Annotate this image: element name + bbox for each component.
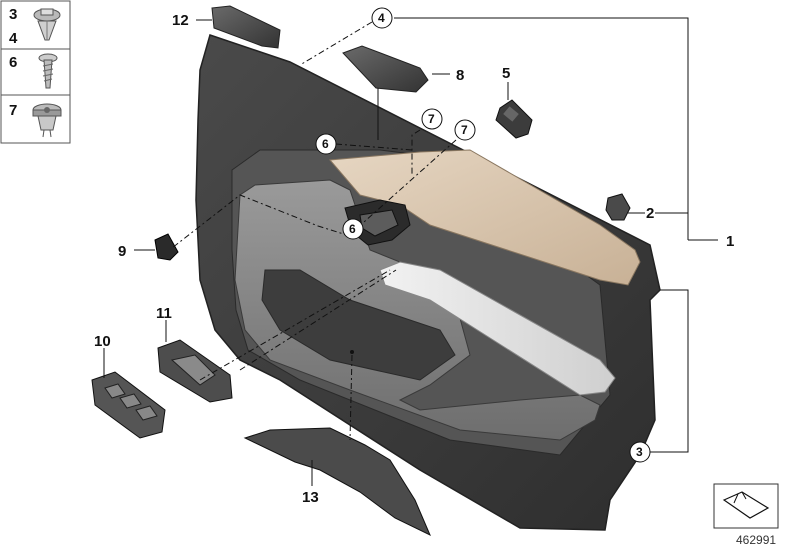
armrest <box>379 261 616 396</box>
part-5-switch <box>495 99 533 139</box>
leader-lines <box>103 17 718 486</box>
callout-11: 11 <box>156 305 172 322</box>
callout-12: 12 <box>172 12 189 29</box>
callout-10: 10 <box>94 333 111 350</box>
part-13-insulation-pad <box>243 427 431 537</box>
part-12-upper-cover <box>211 5 281 49</box>
fastener-legend: 3 4 6 7 <box>0 0 71 144</box>
document-id: 462991 <box>736 533 776 547</box>
callout-13: 13 <box>302 489 319 506</box>
orientation-arrow-icon <box>713 483 779 529</box>
legend-label-6: 6 <box>9 54 17 71</box>
callout-9: 9 <box>118 243 126 260</box>
callout-1: 1 <box>726 233 734 250</box>
expanding-rivet-icon <box>32 103 62 138</box>
callout-6-lower: 6 <box>349 222 356 236</box>
legend-label-7: 7 <box>9 102 17 119</box>
push-clip-icon <box>33 8 61 41</box>
callout-4: 4 <box>378 11 385 25</box>
legend-label-4: 4 <box>9 30 18 47</box>
part-9-bracket <box>154 233 179 261</box>
part-10-window-switch-panel <box>91 371 166 439</box>
part-11-switch-bezel <box>157 339 233 403</box>
callout-7-upper: 7 <box>428 112 435 126</box>
callout-6-upper: 6 <box>322 137 329 151</box>
callout-5: 5 <box>502 65 510 82</box>
callout-2: 2 <box>646 205 654 222</box>
part-8-triangle-cover <box>342 45 429 93</box>
callout-7-lower: 7 <box>461 123 468 137</box>
legend-label-3: 3 <box>9 6 17 23</box>
callout-labels: 1 2 3 4 5 6 6 7 7 8 9 10 11 12 13 <box>94 7 734 506</box>
callout-3: 3 <box>636 445 643 459</box>
part-2-clip <box>605 193 631 221</box>
callout-8: 8 <box>456 67 464 84</box>
screw-icon <box>38 53 58 89</box>
